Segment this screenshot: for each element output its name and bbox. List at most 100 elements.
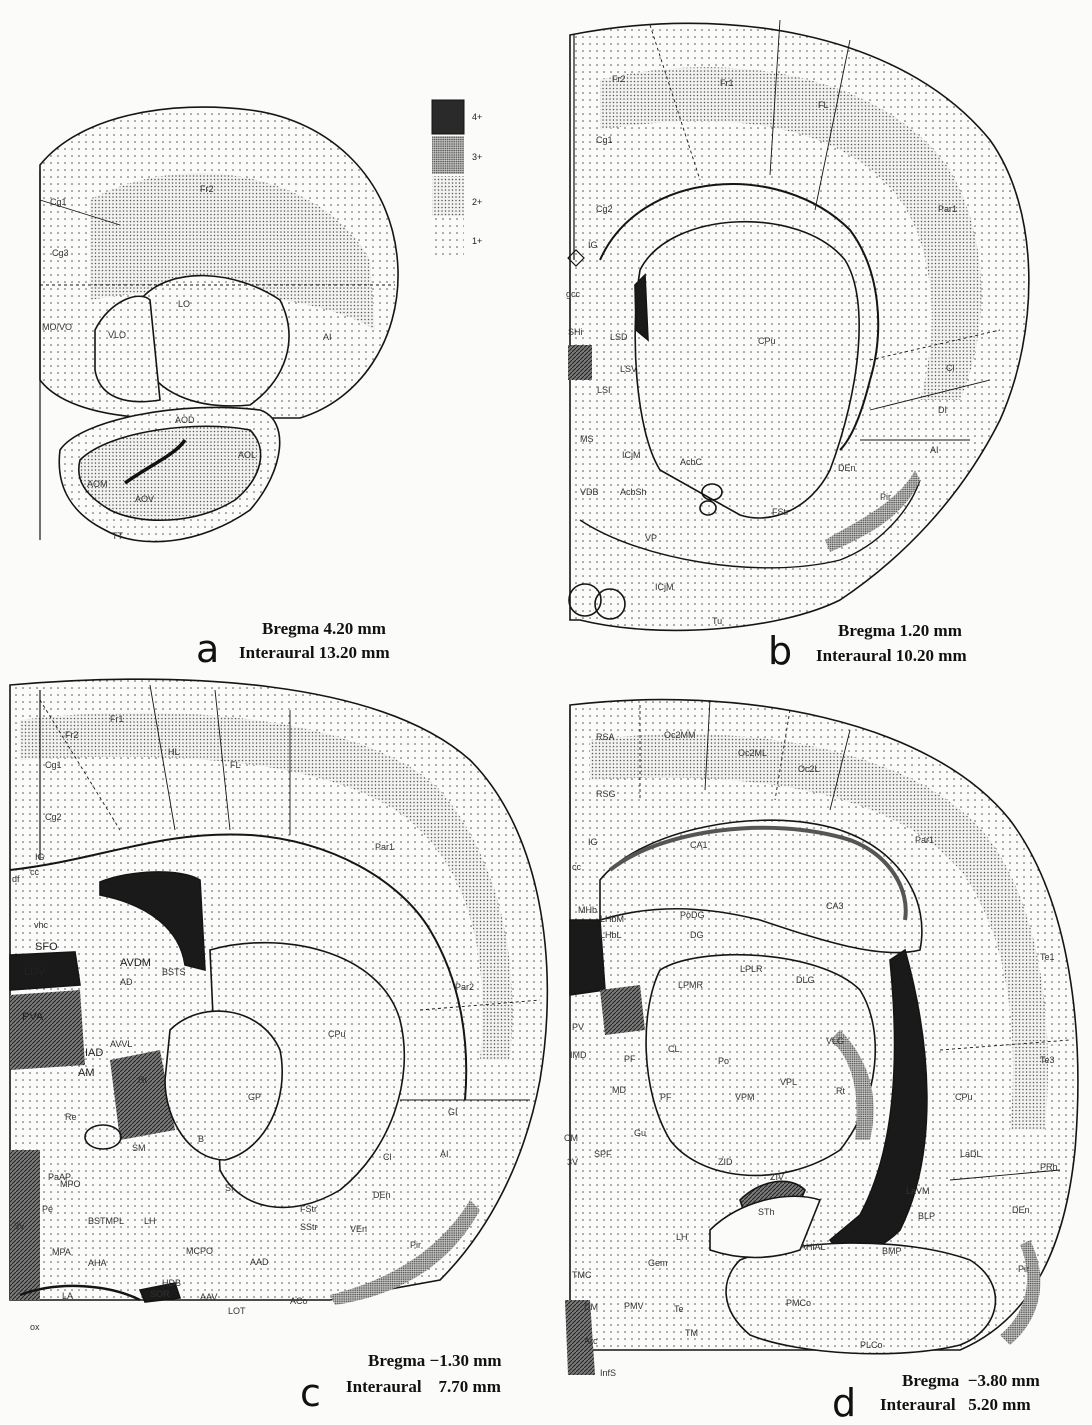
region-label: Cg2 (596, 204, 613, 214)
region-label: ox (30, 1322, 40, 1332)
region-label: Po (718, 1056, 729, 1066)
region-label: Fr2 (612, 74, 626, 84)
region-label: Par1 (915, 835, 934, 845)
region-label: Arc (584, 1336, 598, 1346)
region-label: Pir (1018, 1264, 1029, 1274)
region-label: AI (930, 445, 939, 455)
panel-a-lo (140, 276, 289, 406)
region-label: Oc2L (798, 764, 820, 774)
panel-c-bregma: Bregma −1.30 mm (368, 1350, 502, 1371)
region-label: LaVM (906, 1186, 930, 1196)
panel-b-ventricle (635, 275, 648, 340)
region-label: TMC (572, 1270, 592, 1280)
region-label: PMV (624, 1301, 644, 1311)
region-label: ICjM (655, 582, 674, 592)
region-label: BSTMPL (88, 1216, 124, 1226)
region-label: LSV (620, 364, 637, 374)
region-label: Fr2 (65, 730, 79, 740)
region-label: DLG (796, 975, 815, 985)
panel-b-bregma: Bregma 1.20 mm (838, 620, 962, 641)
region-label: SPF (594, 1149, 612, 1159)
region-label: SFO (35, 941, 58, 953)
region-label: Pir (880, 492, 891, 502)
region-label: DG (690, 930, 704, 940)
region-label: DEn (373, 1190, 391, 1200)
region-label: Par1 (375, 842, 394, 852)
region-label: LA (62, 1291, 73, 1301)
region-label: MO/VO (42, 322, 72, 332)
region-label: VP (645, 533, 657, 543)
region-label: MCPO (186, 1246, 213, 1256)
region-label: FL (818, 100, 829, 110)
region-label: Gu (634, 1128, 646, 1138)
region-label: HDB (162, 1278, 181, 1288)
region-label: DEn (838, 463, 856, 473)
region-label: BLP (918, 1211, 935, 1221)
region-label: Fr2 (200, 184, 214, 194)
region-label: LSD (610, 332, 628, 342)
region-label: B (198, 1134, 204, 1144)
region-label: cc (30, 867, 40, 877)
region-label: BSTS (162, 967, 186, 977)
region-label: SOR (150, 1289, 170, 1299)
region-label: CL (668, 1044, 680, 1054)
region-label: IMD (570, 1050, 587, 1060)
region-label: Gem (648, 1258, 668, 1268)
panel-b-septum (568, 345, 592, 380)
region-label: Fr1 (110, 714, 124, 724)
panel-a-letter: a (196, 630, 219, 668)
region-label: LHbL (600, 930, 622, 940)
region-label: Cg1 (50, 197, 67, 207)
region-label: AOD (175, 415, 195, 425)
region-label: Par1 (938, 204, 957, 214)
panel-c-interaural: Interaural 7.70 mm (346, 1376, 501, 1397)
region-label: FStr (772, 507, 789, 517)
region-label: vhc (34, 920, 49, 930)
region-label: AcbSh (620, 487, 647, 497)
region-label: CM (564, 1133, 578, 1143)
region-label: VDB (580, 487, 599, 497)
panel-a-interaural: Interaural 13.20 mm (239, 642, 390, 663)
region-label: Cl (383, 1152, 392, 1162)
region-label: LPLR (740, 964, 763, 974)
region-label: AI (440, 1149, 449, 1159)
legend-swatch-4plus (432, 100, 464, 134)
region-label: Cg1 (45, 760, 62, 770)
region-label: Te (674, 1304, 684, 1314)
region-label: AM (78, 1067, 95, 1079)
region-label: CA1 (690, 840, 708, 850)
region-label: RSA (596, 732, 615, 742)
region-label: STh (758, 1207, 775, 1217)
region-label: MD (612, 1085, 626, 1095)
density-legend (432, 100, 464, 256)
region-label: Rt (138, 1075, 147, 1085)
region-label: AAV (200, 1292, 217, 1302)
region-label: AHA (88, 1258, 107, 1268)
panel-d-bregma: Bregma −3.80 mm (902, 1370, 1040, 1391)
panel-b-cpu (635, 222, 859, 518)
region-label: Oc2MM (664, 730, 696, 740)
region-label: HL (168, 747, 180, 757)
panel-d-interaural: Interaural 5.20 mm (880, 1394, 1031, 1415)
region-label: GI (448, 1107, 458, 1117)
region-label: AAD (250, 1257, 269, 1267)
region-label: LH (676, 1232, 688, 1242)
region-label: MHb (578, 905, 597, 915)
region-label: Cl (946, 363, 955, 373)
panel-b-section (568, 20, 1029, 630)
region-label: AVDM (120, 957, 151, 969)
legend-label-3plus: 3+ (472, 152, 482, 162)
region-label: LaDL (960, 1149, 982, 1159)
region-label: Pe (42, 1204, 53, 1214)
legend-label-1plus: 1+ (472, 236, 482, 246)
region-label: IG (588, 240, 598, 250)
region-label: PoDG (680, 910, 705, 920)
region-label: RSG (596, 789, 616, 799)
panel-d-letter: d (832, 1384, 856, 1422)
region-label: IG (588, 837, 598, 847)
region-label: Pir (410, 1240, 421, 1250)
region-label: FStr (300, 1204, 317, 1214)
region-label: ACo (290, 1296, 308, 1306)
region-label: MS (580, 434, 594, 444)
region-label: 3V (14, 1221, 25, 1231)
